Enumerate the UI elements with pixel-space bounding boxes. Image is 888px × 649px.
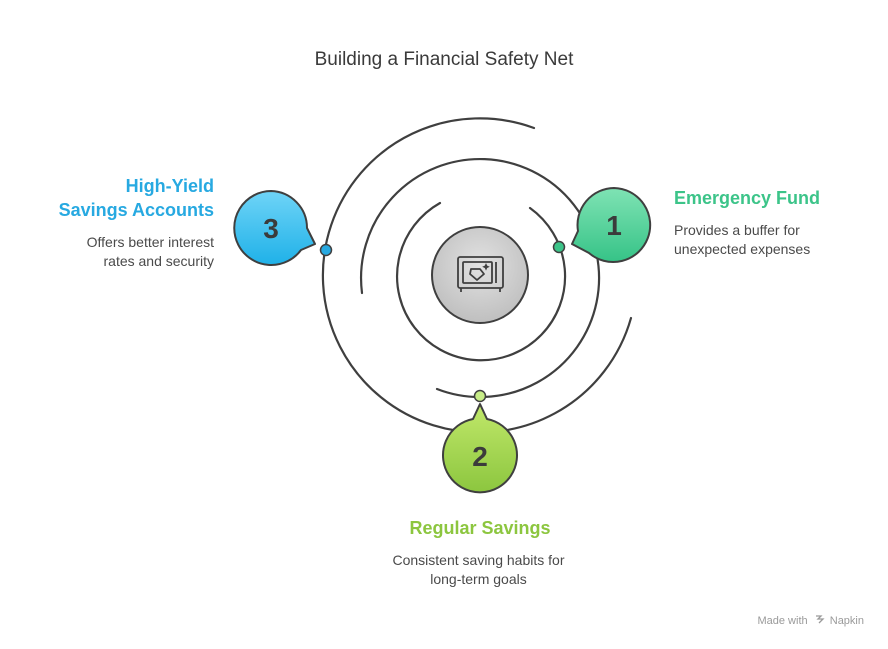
step-2-description: Consistent saving habits for long-term g… bbox=[392, 552, 565, 587]
step-3-title: High-Yield Savings Accounts bbox=[58, 176, 214, 220]
step-2-number: 2 bbox=[472, 441, 488, 472]
middle-orbit-arc bbox=[359, 158, 601, 399]
diagram-title: Building a Financial Safety Net bbox=[314, 49, 574, 70]
step-3-description: Offers better interest rates and securit… bbox=[86, 234, 214, 269]
connector-dot-2 bbox=[473, 389, 487, 403]
step-1-description: Provides a buffer for unexpected expense… bbox=[674, 222, 811, 257]
connector-dot-3 bbox=[319, 243, 333, 257]
napkin-logo-icon bbox=[815, 614, 825, 627]
footer-watermark: Made with Napkin bbox=[757, 614, 864, 627]
step-1-title: Emergency Fund bbox=[674, 188, 821, 208]
step-3-number: 3 bbox=[263, 213, 279, 244]
inner-orbit-arc bbox=[395, 201, 567, 362]
safe-icon bbox=[431, 226, 529, 324]
footer-brand: Napkin bbox=[829, 615, 864, 627]
footer-made-with: Made with bbox=[757, 615, 808, 627]
outer-orbit-arc bbox=[321, 117, 633, 434]
connector-dot-1 bbox=[552, 240, 566, 254]
step-2-marker: 2 bbox=[442, 403, 518, 494]
step-2-title: Regular Savings bbox=[409, 518, 551, 538]
step-1-number: 1 bbox=[606, 210, 622, 241]
step-1-marker: 1 bbox=[571, 187, 652, 263]
step-3-marker: 3 bbox=[233, 190, 316, 266]
